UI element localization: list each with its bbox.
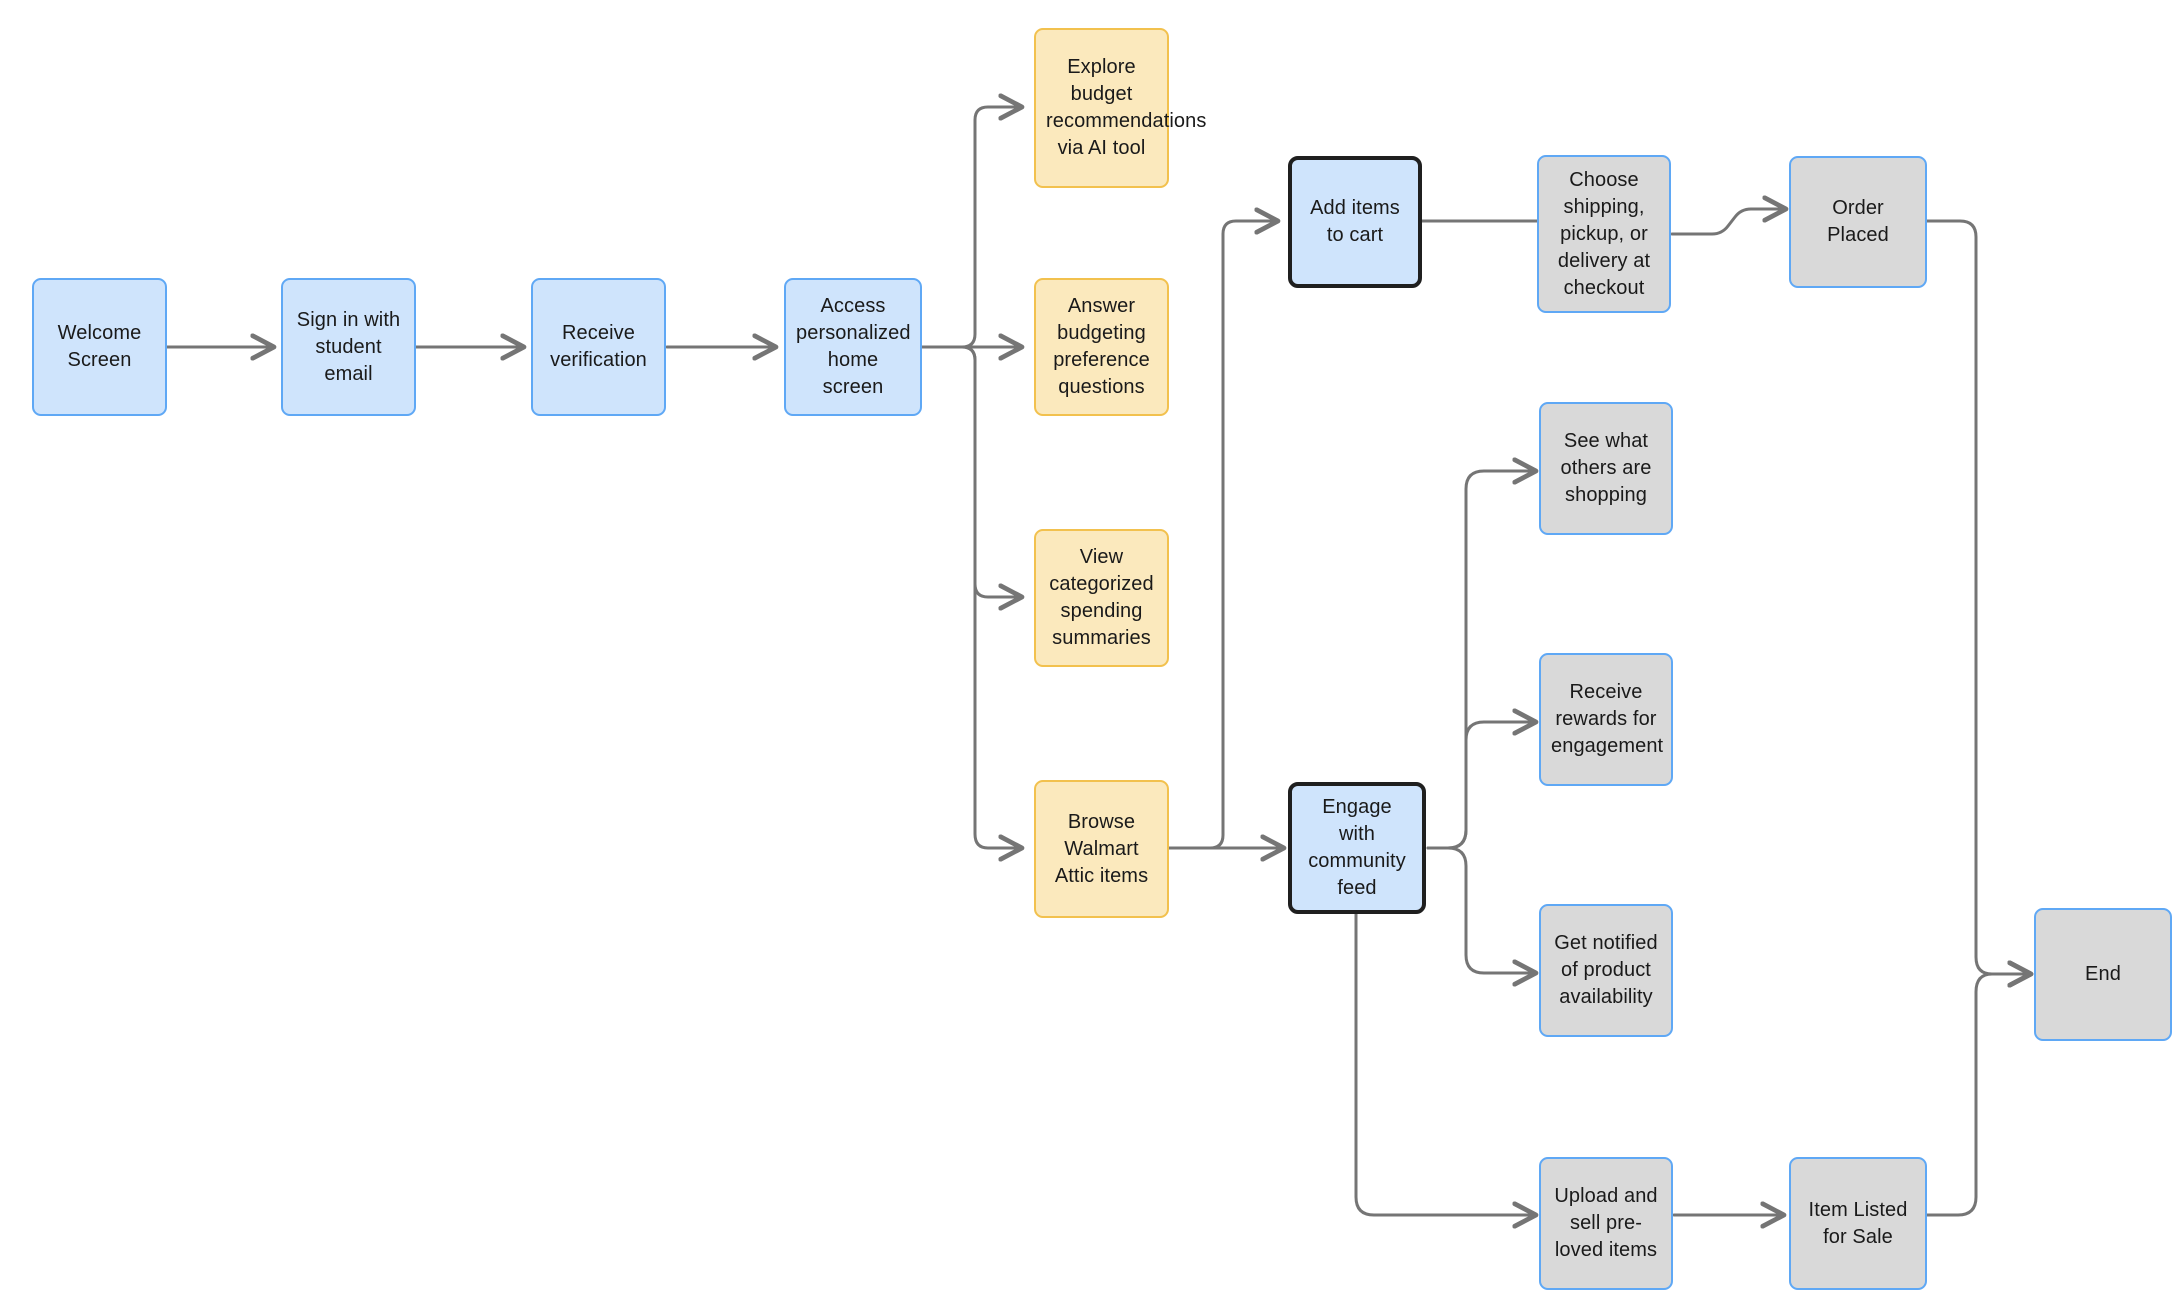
node-label: Access personalized home screen <box>796 295 911 398</box>
node-label: End <box>2085 963 2121 985</box>
edge-community-to-see-others <box>1426 471 1536 850</box>
node-label: Welcome Screen <box>57 322 142 371</box>
edge-community-to-upload <box>1354 908 1536 1215</box>
edge-community-to-rewards <box>1426 722 1536 850</box>
edge-community-to-notified <box>1426 846 1536 973</box>
node-receive-rewards[interactable]: Receive rewards for engagement <box>1539 653 1673 786</box>
node-end[interactable]: End <box>2034 908 2172 1041</box>
node-browse-attic[interactable]: Browse Walmart Attic items <box>1034 780 1169 918</box>
edge-home-to-explore <box>920 107 1022 349</box>
edge-shipping-to-order <box>1670 209 1786 236</box>
edge-order-to-end <box>1925 219 2031 974</box>
node-add-items-to-cart[interactable]: Add items to cart <box>1288 156 1422 288</box>
node-view-spending[interactable]: View categorized spending summaries <box>1034 529 1169 667</box>
edge-home-to-spending <box>920 345 1022 597</box>
node-label: Receive verification <box>550 322 647 371</box>
node-label: Order Placed <box>1827 197 1889 246</box>
node-label: Item Listed for Sale <box>1808 1198 1908 1248</box>
node-label: Browse Walmart Attic items <box>1054 810 1149 887</box>
node-label: Receive rewards for engagement <box>1551 681 1664 757</box>
node-label: See what others are shopping <box>1560 430 1652 506</box>
node-sign-in[interactable]: Sign in with student email <box>281 278 416 416</box>
node-choose-shipping[interactable]: Choose shipping, pickup, or delivery at … <box>1537 155 1671 313</box>
node-label: Explore budget recommendations via AI to… <box>1046 56 1207 159</box>
node-receive-verification[interactable]: Receive verification <box>531 278 666 416</box>
node-label: Answer budgeting preference questions <box>1053 295 1150 398</box>
node-label: Get notified of product availability <box>1554 932 1658 1008</box>
node-get-notified[interactable]: Get notified of product availability <box>1539 904 1673 1037</box>
node-label: Engage with community feed <box>1308 796 1406 899</box>
node-label: View categorized spending summaries <box>1049 546 1154 649</box>
edge-home-to-attic <box>920 345 1022 848</box>
node-order-placed[interactable]: Order Placed <box>1789 156 1927 288</box>
node-upload-and-sell[interactable]: Upload and sell pre-loved items <box>1539 1157 1673 1290</box>
node-label: Choose shipping, pickup, or delivery at … <box>1557 168 1651 299</box>
node-welcome-screen[interactable]: Welcome Screen <box>32 278 167 416</box>
node-item-listed-for-sale[interactable]: Item Listed for Sale <box>1789 1157 1927 1290</box>
node-answer-budgeting[interactable]: Answer budgeting preference questions <box>1034 278 1169 416</box>
node-explore-budget[interactable]: Explore budget recommendations via AI to… <box>1034 28 1207 188</box>
node-label: Upload and sell pre-loved items <box>1554 1185 1658 1261</box>
edge-attic-to-cart <box>1164 221 1278 850</box>
node-access-home[interactable]: Access personalized home screen <box>784 278 922 416</box>
node-label: Sign in with student email <box>296 308 401 385</box>
node-see-what-others-shopping[interactable]: See what others are shopping <box>1539 402 1673 535</box>
node-engage-community[interactable]: Engage with community feed <box>1288 782 1426 914</box>
node-label: Add items to cart <box>1310 197 1400 246</box>
edge-listed-to-end <box>1925 974 2031 1217</box>
